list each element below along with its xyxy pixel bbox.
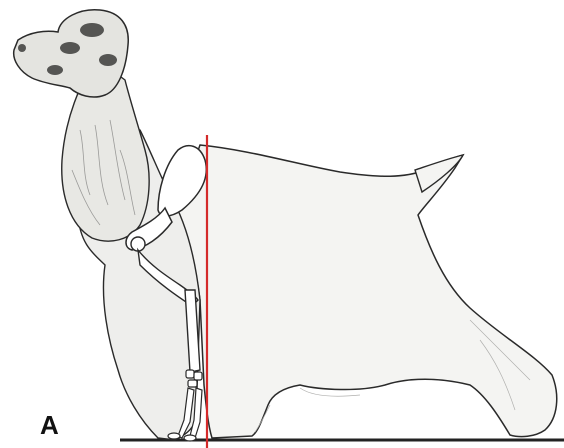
carpal-bones <box>186 370 202 387</box>
panel-label: A <box>40 412 59 438</box>
dog-body <box>175 145 557 438</box>
